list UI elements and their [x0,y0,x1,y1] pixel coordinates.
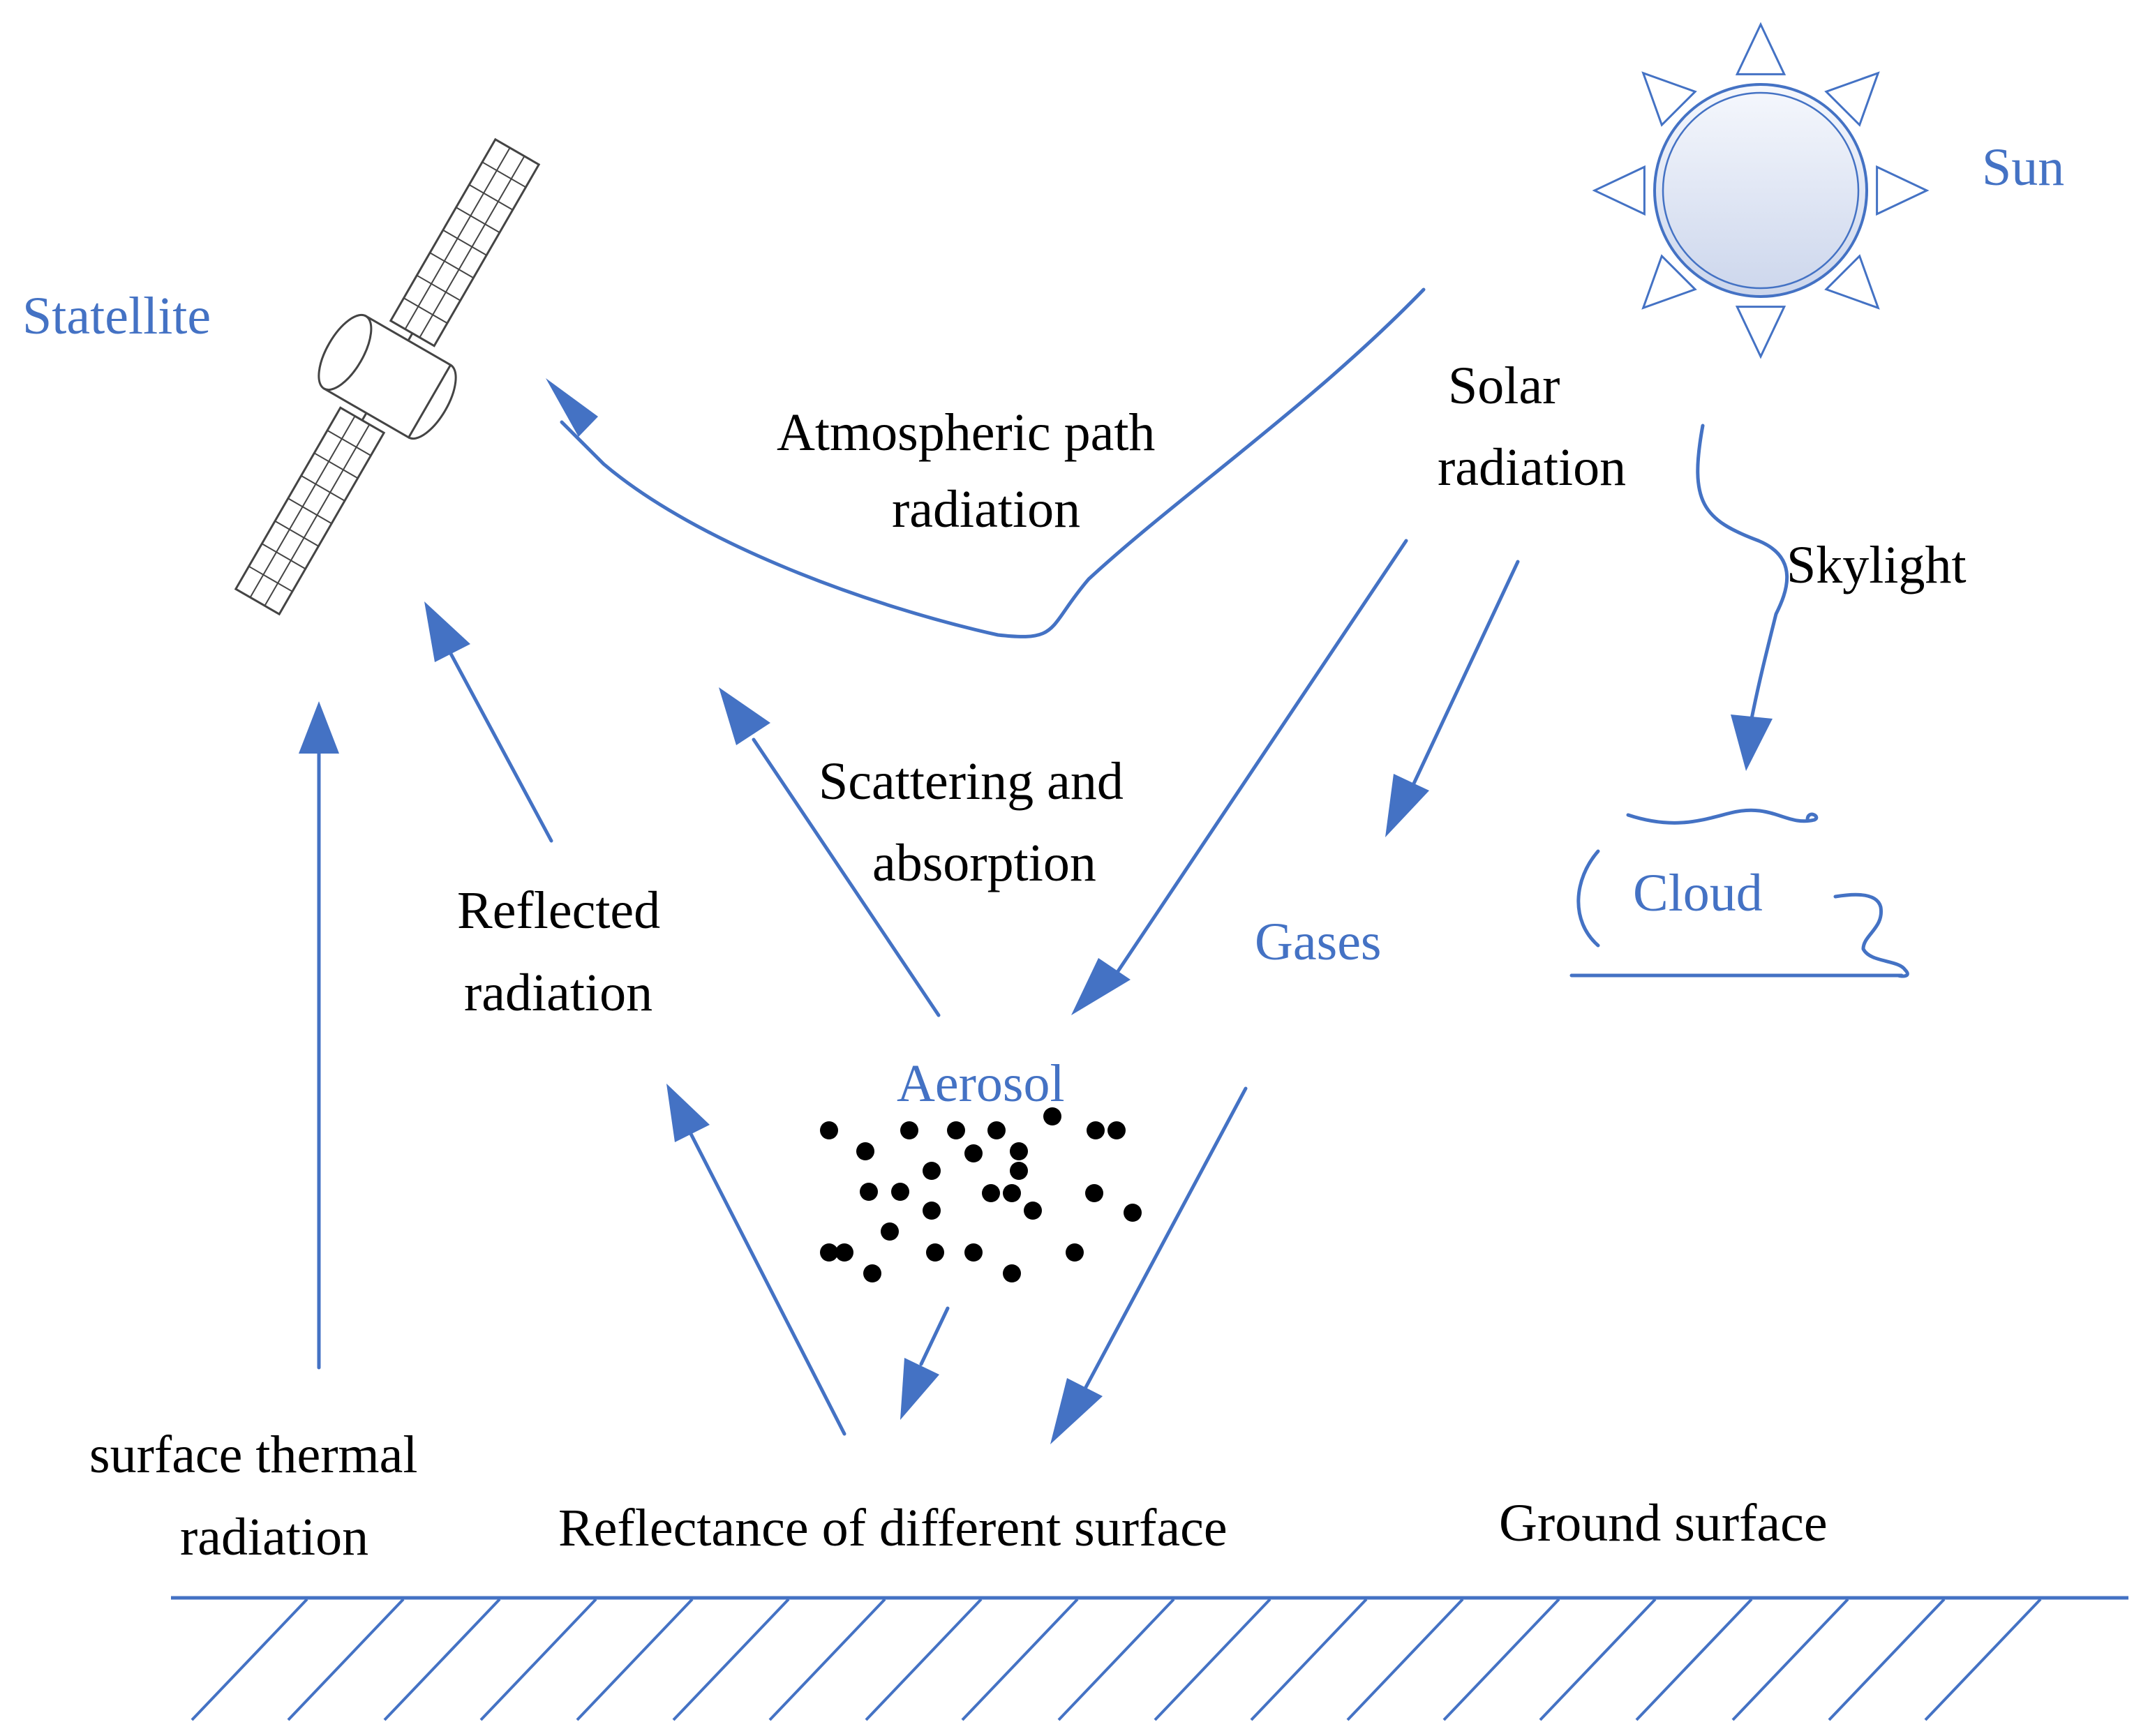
gases-label: Gases [1255,913,1382,971]
aerosol-particle [1085,1184,1103,1202]
sun-ray [1824,254,1880,310]
sun-ray [1735,306,1786,359]
aerosol-particle [1043,1107,1061,1125]
aerosol-particle [1003,1184,1021,1202]
aerosol-particle [982,1184,1000,1202]
surface-thermal-label-line2: radiation [180,1508,368,1566]
aerosol-particles [820,1107,1142,1282]
solar-radiation-label-line1: Solar [1448,357,1560,415]
hatch-line [1731,1598,1849,1721]
surface-thermal-label-line1: surface thermal [89,1426,418,1484]
skylight-arrowhead [1731,714,1773,771]
aerosol-particle [1024,1202,1042,1220]
sun-ray [1735,22,1786,75]
atmospheric-path-arrowhead [546,378,598,437]
hatch-line [287,1598,405,1721]
solar-to-gases-arrow [1411,560,1520,787]
surface-reflect-arrow [689,1132,846,1436]
ground-surface-label: Ground surface [1499,1494,1828,1552]
hatch-line [1346,1598,1464,1721]
reflected-arrowhead [424,601,470,662]
reflected-arrow [448,650,553,843]
hatch-line [576,1598,694,1721]
hatch-line [672,1598,790,1721]
aerosol-down-arrowhead [900,1358,939,1420]
aerosol-particle [1066,1243,1084,1262]
aerosol-particle [820,1121,838,1139]
cloud-label: Cloud [1633,864,1763,922]
hatch-line [865,1598,983,1721]
aerosol-down-arrow [919,1306,950,1366]
aerosol-particle [891,1183,909,1201]
aerosol-particle [1010,1162,1028,1180]
hatch-line [1539,1598,1657,1721]
scattering-arrow [752,738,941,1017]
hatch-line [479,1598,597,1721]
aerosol-particle [1003,1264,1021,1282]
hatch-line [768,1598,886,1721]
hatch-line [1828,1598,1946,1721]
ground-hatch [171,1596,2128,1721]
solar-to-aerosol-arrow [1114,539,1408,975]
scattering-label-line1: Scattering and [819,752,1124,811]
hatch-line [1250,1598,1368,1721]
hatch-line [1442,1598,1560,1721]
solar-radiation-label-line2: radiation [1438,438,1626,497]
aerosol-particle [926,1243,944,1262]
atmospheric-path-curve [560,287,1426,638]
direct-solar-arrow [1083,1086,1248,1391]
reflected-label-line2: radiation [464,964,652,1022]
aerosol-particle [835,1243,853,1262]
aerosol-particle [856,1142,874,1160]
atmospheric-path-label-line2: radiation [892,480,1080,539]
sun-ray [1641,254,1697,310]
aerosol-particle [1124,1204,1142,1222]
aerosol-particle [860,1183,878,1201]
hatch-line [1057,1598,1175,1721]
aerosol-particle [900,1121,918,1139]
satellite-icon [234,137,541,616]
solar-to-gases-arrowhead [1385,774,1429,837]
direct-solar-arrowhead [1050,1378,1103,1444]
aerosol-particle [820,1243,838,1262]
hatch-line [1924,1598,2042,1721]
aerosol-particle [881,1222,899,1241]
aerosol-particle [987,1121,1006,1139]
aerosol-particle [863,1264,881,1282]
cloud-icon [1569,808,1909,978]
aerosol-particle [964,1243,983,1262]
skylight-curve [1696,424,1789,721]
aerosol-particle [964,1144,983,1162]
skylight-label: Skylight [1786,536,1967,594]
thermal-arrowhead [299,701,339,754]
hatch-line [383,1598,501,1721]
sun-icon [1592,22,1930,359]
hatch-line [191,1598,308,1721]
atmospheric-path-label-line1: Atmospheric path [777,403,1155,462]
aerosol-particle [923,1202,941,1220]
aerosol-particle [1107,1121,1126,1139]
reflectance-label: Reflectance of different surface [558,1499,1228,1557]
aerosol-label: Aerosol [897,1054,1065,1113]
scattering-arrowhead [719,687,770,745]
scattering-label-line2: absorption [872,834,1096,892]
aerosol-particle [1087,1121,1105,1139]
sun-ray [1592,165,1646,216]
sun-label: Sun [1982,138,2064,197]
reflected-label-line1: Reflected [457,881,660,940]
hatch-line [1635,1598,1753,1721]
hatch-line [961,1598,1079,1721]
solar-to-aerosol-arrowhead [1071,958,1131,1015]
aerosol-particle [1010,1142,1028,1160]
sun-ray [1824,71,1880,127]
sun-ray [1641,71,1697,127]
surface-reflect-arrowhead [666,1084,710,1142]
aerosol-particle [923,1162,941,1180]
satellite-label: Statellite [22,287,211,345]
sun-ray [1876,165,1930,216]
aerosol-particle [947,1121,965,1139]
hatch-line [1154,1598,1271,1721]
